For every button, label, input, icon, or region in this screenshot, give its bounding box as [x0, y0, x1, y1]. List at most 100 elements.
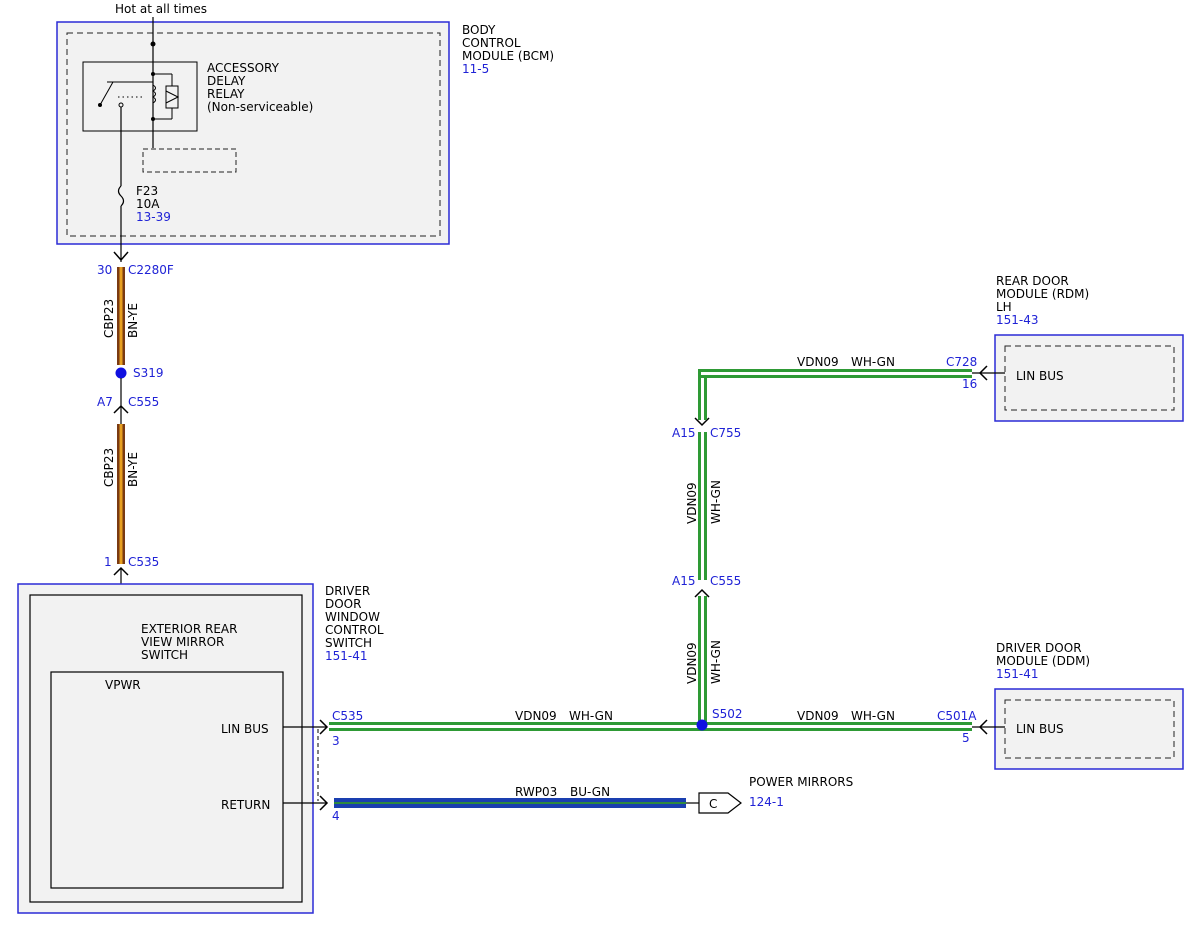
return-wire-color: BU-GN — [570, 785, 610, 799]
c755-a15-name: C755 — [710, 426, 741, 440]
c555-a15-name: C555 — [710, 574, 741, 588]
wire-cbp23-lower-inner — [119, 424, 123, 564]
relay-label-line-4: (Non-serviceable) — [207, 100, 313, 114]
lin-wire-switch-circuit: VDN09 — [515, 709, 557, 723]
rdm-title-line-2: MODULE (RDM) — [996, 287, 1089, 301]
page-connector-c-letter: C — [709, 797, 717, 811]
c535-connector-name: C535 — [332, 709, 363, 723]
switch-title-line-4: CONTROL — [325, 623, 384, 637]
c555-a7-pin: A7 — [97, 395, 113, 409]
relay-label-line-3: RELAY — [207, 87, 245, 101]
fuse-ref-link[interactable]: 13-39 — [136, 210, 171, 224]
ddm-lin-bus-label: LIN BUS — [1016, 722, 1064, 736]
return-wire-inner — [334, 802, 686, 804]
splice-s319-dot — [115, 367, 127, 379]
ddm-title-line-1: DRIVER DOOR — [996, 641, 1082, 655]
page-connector-c-icon[interactable] — [698, 792, 742, 814]
rdm-title-line-1: REAR DOOR — [996, 274, 1069, 288]
ddm-title-line-2: MODULE (DDM) — [996, 654, 1090, 668]
bcm-inner-dashed-box — [66, 32, 441, 237]
lin-vertical-middle-circuit: VDN09 — [685, 482, 699, 524]
return-wire-circuit: RWP03 — [515, 785, 557, 799]
mirror-switch-box — [50, 671, 284, 889]
connector-c535-lin-arrow — [319, 719, 329, 735]
power-label: Hot at all times — [115, 2, 207, 16]
c555-a7-name: C555 — [128, 395, 159, 409]
relay-label-line-1: ACCESSORY — [207, 61, 280, 75]
vpwr-pin-label: VPWR — [105, 678, 141, 692]
relay-label-line-2: DELAY — [207, 74, 246, 88]
ddm-outer-box — [994, 688, 1184, 770]
c555-a15-pin: A15 — [672, 574, 695, 588]
c728-name: C728 — [946, 355, 977, 369]
ddm-module: DRIVER DOOR MODULE (DDM) 151-41 C501A 5 … — [937, 641, 1184, 770]
mirror-switch-label-line-3: SWITCH — [141, 648, 188, 662]
rdm-ref-link[interactable]: 151-43 — [996, 313, 1039, 327]
lin-wire-rdm-color: WH-GN — [851, 355, 895, 369]
c2280f-pin: 30 — [97, 263, 112, 277]
bcm-module: BODY CONTROL MODULE (BCM) 11-5 Hot at al… — [56, 2, 554, 262]
c2280f-name: C2280F — [128, 263, 174, 277]
power-mirrors-ref-link[interactable]: 124-1 — [749, 795, 784, 809]
lin-bus-wiring: VDN09 WH-GN VDN09 WH-GN VDN09 WH-GN A15 … — [329, 355, 972, 731]
connector-c555-a7-arrow — [113, 404, 129, 414]
lin-wire-rdm-inner — [701, 372, 972, 375]
wire-cbp23-color-upper: BN-YE — [126, 303, 140, 338]
bcm-title-line-2: CONTROL — [462, 36, 521, 50]
power-junction-dot — [150, 41, 156, 47]
switch-ref-link[interactable]: 151-41 — [325, 649, 368, 663]
splice-s502-dot — [696, 719, 708, 731]
ddm-ref-link[interactable]: 151-41 — [996, 667, 1039, 681]
lin-wire-switch-to-s502-inner — [329, 725, 702, 728]
switch-title-line-1: DRIVER — [325, 584, 370, 598]
c535-return-pin-number: 4 — [332, 809, 340, 823]
lin-wire-vertical-lower-inner — [701, 596, 704, 726]
rdm-module: REAR DOOR MODULE (RDM) LH 151-43 C728 16… — [946, 274, 1184, 422]
lin-vertical-middle-color: WH-GN — [709, 480, 723, 524]
fuse-icon — [117, 185, 125, 207]
lin-bus-pin-label: LIN BUS — [221, 722, 269, 736]
bcm-outer-box — [56, 21, 450, 245]
wire-cbp23-circuit-lower: CBP23 — [102, 448, 116, 487]
lin-vertical-lower-color: WH-GN — [709, 640, 723, 684]
c535-lin-pin-number: 3 — [332, 734, 340, 748]
switch-title-line-2: DOOR — [325, 597, 361, 611]
splice-s502-label: S502 — [712, 707, 743, 721]
connector-c755-a15-arrow — [694, 417, 710, 427]
c501a-pin: 5 — [962, 731, 970, 745]
bcm-title-line-1: BODY — [462, 23, 496, 37]
rdm-title-line-3: LH — [996, 300, 1012, 314]
return-wire-rwp03: RWP03 BU-GN C POWER MIRRORS 124-1 — [334, 775, 853, 814]
wire-cbp23-circuit-upper: CBP23 — [102, 299, 116, 338]
fuse-rating: 10A — [136, 197, 160, 211]
mirror-switch-label-line-1: EXTERIOR REAR — [141, 622, 237, 636]
connector-c2280f-arrow — [113, 251, 129, 262]
rdm-inner-dashed-box — [1004, 345, 1175, 411]
relay-coil-icon — [151, 72, 180, 121]
fuse-name: F23 — [136, 184, 158, 198]
relay-box — [82, 61, 198, 132]
return-pin-label: RETURN — [221, 798, 270, 812]
c535-pin1-name: C535 — [128, 555, 159, 569]
wire-cbp23: 30 C2280F CBP23 BN-YE S319 A7 C555 CBP23… — [97, 251, 174, 672]
splice-s319-label: S319 — [133, 366, 164, 380]
mirror-switch-label-line-2: VIEW MIRROR — [141, 635, 224, 649]
rdm-outer-box — [994, 334, 1184, 422]
lin-wire-vertical-middle-inner — [701, 432, 704, 580]
connector-c535-return-arrow — [319, 795, 329, 811]
relay-switch-icon — [98, 81, 153, 108]
connector-c501a-arrow — [978, 719, 988, 735]
switch-title-line-5: SWITCH — [325, 636, 372, 650]
switch-title-line-3: WINDOW — [325, 610, 380, 624]
rdm-lin-bus-label: LIN BUS — [1016, 369, 1064, 383]
lin-vertical-lower-circuit: VDN09 — [685, 642, 699, 684]
lin-wire-vertical-upper-inner — [701, 372, 704, 420]
switch-module: DRIVER DOOR WINDOW CONTROL SWITCH 151-41… — [17, 583, 384, 914]
c535-pin1-pin: 1 — [104, 555, 112, 569]
lin-wire-s502-to-ddm-inner — [702, 725, 972, 728]
lin-wire-ddm-circuit: VDN09 — [797, 709, 839, 723]
bcm-ref-link[interactable]: 11-5 — [462, 62, 489, 76]
c501a-name: C501A — [937, 709, 977, 723]
lin-wire-switch-color: WH-GN — [569, 709, 613, 723]
